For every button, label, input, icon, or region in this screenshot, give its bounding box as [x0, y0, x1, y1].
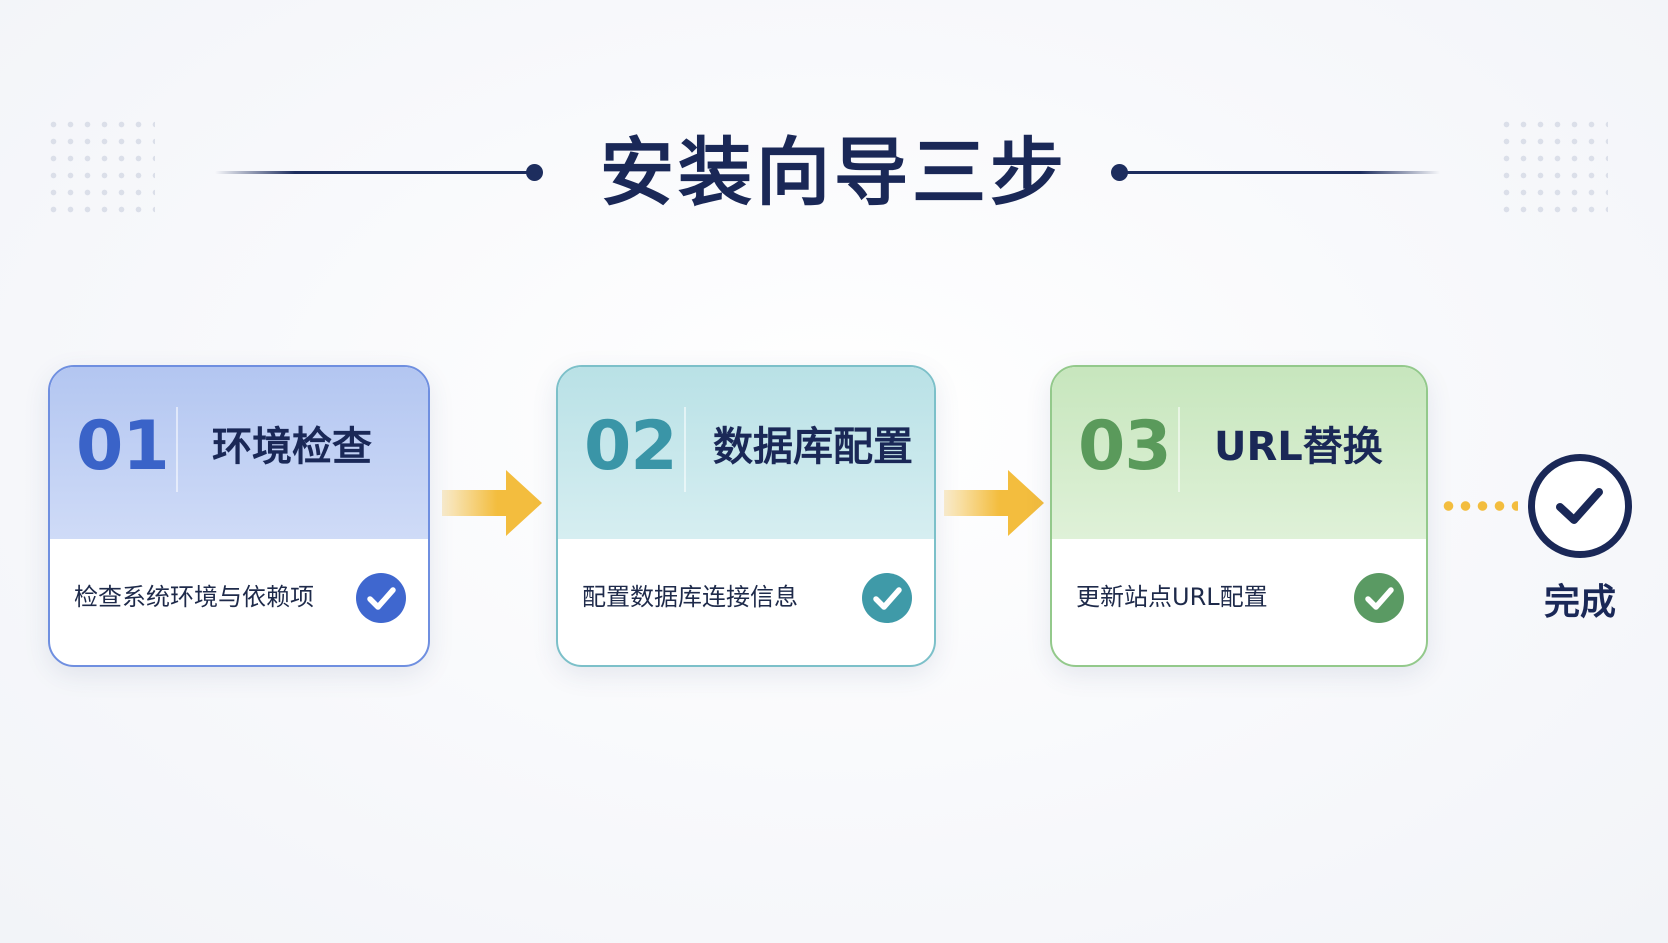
decorative-dot-grid-right — [1498, 116, 1608, 216]
step-card-2: 02 数据库配置 配置数据库连接信息 — [556, 365, 936, 667]
title-dot-right — [1111, 164, 1128, 181]
step-description: 更新站点URL配置 — [1076, 583, 1268, 611]
arrow-right-icon — [442, 470, 542, 536]
arrow-right-icon — [944, 470, 1044, 536]
header-divider — [1178, 407, 1180, 492]
page-title: 安装向导三步 — [600, 130, 1068, 216]
step-label: 数据库配置 — [713, 424, 913, 470]
done-check-icon — [1528, 454, 1632, 558]
title-line-right — [1120, 171, 1440, 174]
title-dot-left — [526, 164, 543, 181]
step-label: URL替换 — [1214, 424, 1383, 470]
dotted-connector — [1440, 501, 1518, 511]
step-card-header: 01 环境检查 — [50, 367, 428, 539]
decorative-dot-grid-left — [45, 116, 155, 216]
step-number: 01 — [76, 407, 170, 486]
step-description: 配置数据库连接信息 — [582, 583, 798, 611]
header-divider — [176, 407, 178, 492]
step-label: 环境检查 — [212, 424, 372, 470]
check-circle-icon — [356, 573, 406, 623]
step-card-header: 02 数据库配置 — [558, 367, 934, 539]
check-circle-icon — [862, 573, 912, 623]
title-line-left — [215, 171, 535, 174]
check-circle-icon — [1354, 573, 1404, 623]
step-number: 03 — [1078, 407, 1172, 486]
header-divider — [684, 407, 686, 492]
step-card-3: 03 URL替换 更新站点URL配置 — [1050, 365, 1428, 667]
step-description: 检查系统环境与依赖项 — [74, 583, 314, 611]
step-card-1: 01 环境检查 检查系统环境与依赖项 — [48, 365, 430, 667]
step-number: 02 — [584, 407, 678, 486]
done-label: 完成 — [1543, 582, 1616, 623]
title-row: 安装向导三步 — [0, 118, 1668, 228]
step-card-header: 03 URL替换 — [1052, 367, 1426, 539]
